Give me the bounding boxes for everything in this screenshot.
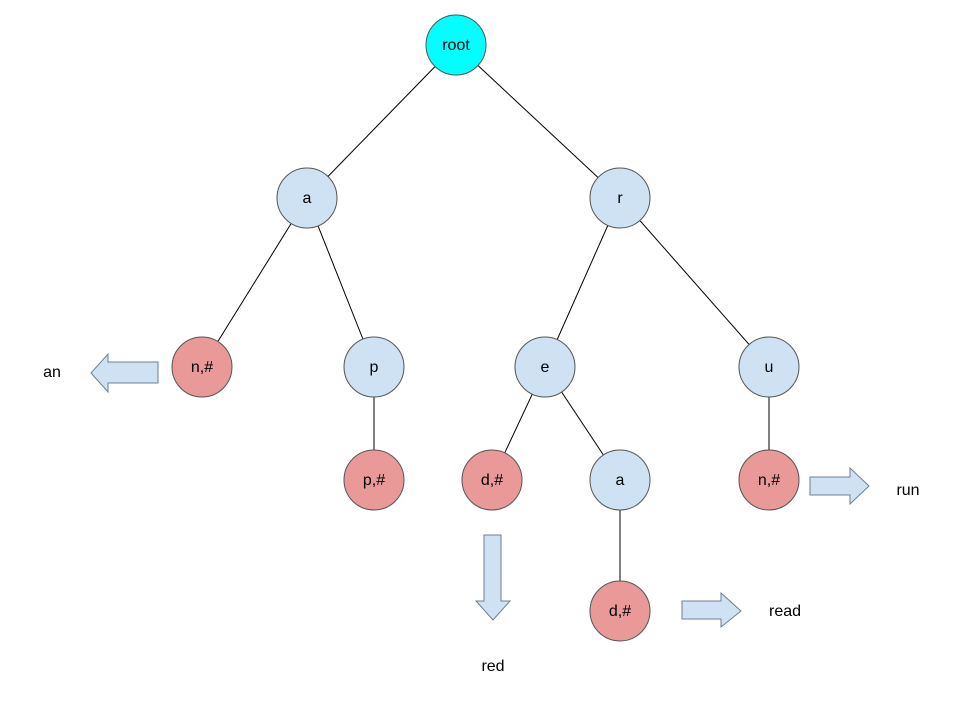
node-label: p [370, 359, 379, 376]
edge-r-e [544, 197, 621, 368]
down-arrow-icon [474, 534, 512, 621]
word-an: an [43, 364, 61, 381]
node-a1: a [276, 167, 338, 229]
node-root: root [425, 14, 487, 76]
node-u: u [738, 336, 800, 398]
internal-node-circle [589, 449, 651, 511]
arrow-to-read [681, 591, 742, 629]
node-label: a [303, 190, 312, 207]
internal-node-circle [514, 336, 576, 398]
node-label: n,# [758, 472, 780, 489]
word-red: red [481, 658, 504, 675]
word-run: run [896, 482, 919, 499]
node-a2: a [589, 449, 651, 511]
node-n1: n,# [171, 336, 233, 398]
node-label: u [765, 359, 774, 376]
right-arrow-icon [809, 466, 870, 506]
edge-r-u [619, 197, 770, 368]
terminal-node-circle [343, 449, 405, 511]
terminal-node-circle [461, 449, 523, 511]
node-r: r [589, 167, 651, 229]
left-arrow-icon [90, 352, 159, 394]
node-n2: n,# [738, 449, 800, 511]
internal-node-circle [738, 336, 800, 398]
node-label: d,# [481, 472, 503, 489]
node-label: r [617, 190, 623, 207]
node-d2: d,# [589, 580, 651, 642]
arrow-to-red [474, 534, 512, 621]
word-read: read [769, 603, 801, 620]
root-node-circle [425, 14, 487, 76]
terminal-node-circle [738, 449, 800, 511]
node-label: n,# [191, 359, 213, 376]
internal-node-circle [589, 167, 651, 229]
terminal-node-circle [589, 580, 651, 642]
right-arrow-icon [681, 591, 742, 629]
edges-layer [201, 44, 770, 611]
terminal-node-circle [171, 336, 233, 398]
arrow-to-run [809, 466, 870, 506]
arrow-to-an [90, 352, 159, 394]
node-label: d,# [609, 603, 631, 620]
node-p2: p,# [343, 449, 405, 511]
nodes-layer: root a r n,# p e u p,# d,# a n,# d,# [171, 14, 800, 642]
node-label: a [616, 472, 625, 489]
edge-root-a1 [306, 44, 457, 199]
node-d1: d,# [461, 449, 523, 511]
node-p1: p [343, 336, 405, 398]
internal-node-circle [276, 167, 338, 229]
edge-a1-n1 [201, 197, 308, 368]
node-label: e [541, 359, 550, 376]
internal-node-circle [343, 336, 405, 398]
node-label: p,# [363, 472, 385, 489]
node-e: e [514, 336, 576, 398]
node-label: root [442, 37, 470, 54]
edge-root-r [455, 44, 621, 199]
